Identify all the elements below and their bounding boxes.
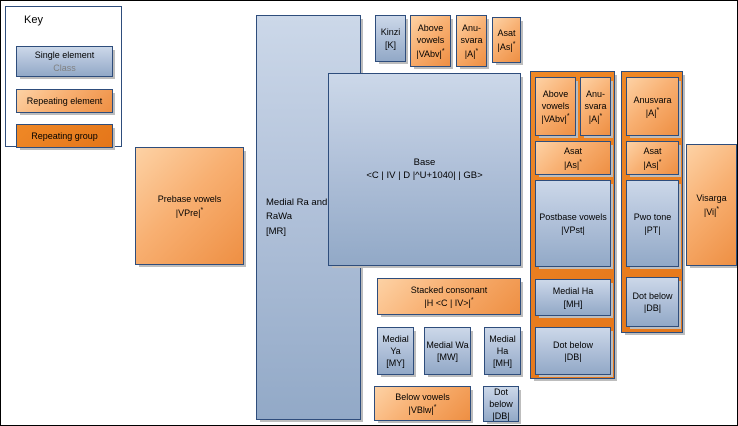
box-code: [MY] bbox=[386, 358, 405, 369]
repeat-asterisk: * bbox=[512, 40, 516, 48]
medial-ha-box: Medial Ha [MH] bbox=[484, 327, 521, 375]
box-title: Kinzi bbox=[380, 27, 401, 38]
key-title: Key bbox=[24, 14, 43, 26]
asat-box: Asat |As|* bbox=[535, 141, 611, 175]
asat-box-top: Asat |As|* bbox=[492, 17, 521, 63]
box-title: Medial Ya bbox=[382, 333, 409, 356]
repeat-asterisk: * bbox=[475, 47, 479, 55]
box-title: Dot below bbox=[632, 290, 673, 301]
box-title: Anu-svara bbox=[584, 88, 607, 111]
anusvara-box: Anu-svara |A|* bbox=[580, 77, 611, 136]
box-code: [MR] bbox=[266, 225, 287, 237]
box-title: Medial Wa bbox=[426, 339, 469, 350]
box-title: Anu-svara bbox=[460, 23, 483, 46]
medial-wa-box: Medial Wa [MW] bbox=[424, 327, 471, 375]
below-vowels-box: Below vowels |VBlw|* bbox=[374, 386, 471, 421]
kinzi-box: Kinzi [K] bbox=[375, 15, 406, 62]
postbase-vowels-box: Postbase vowels |VPst| bbox=[535, 180, 611, 267]
box-code: |VAbv| bbox=[541, 114, 567, 125]
key-legend: Key Single element Class Repeating eleme… bbox=[5, 6, 122, 148]
repeat-asterisk: * bbox=[658, 158, 662, 166]
dot-below-box-group1: Dot below |DB| bbox=[535, 327, 611, 375]
legend-repeating-group: Repeating group bbox=[16, 124, 113, 148]
pwo-tone-box: Pwo tone |PT| bbox=[626, 180, 679, 267]
box-code: [MH] bbox=[493, 358, 512, 369]
box-title: Dot below bbox=[489, 386, 513, 409]
box-code: [MH] bbox=[563, 298, 583, 309]
medial-ha-box-group1: Medial Ha [MH] bbox=[535, 279, 611, 316]
above-vowels-box: Above vowels |VAbv|* bbox=[535, 77, 576, 136]
visarga-box: Visarga |Vi|* bbox=[686, 144, 737, 266]
box-title: Below vowels bbox=[395, 391, 450, 402]
box-title: Medial Ha bbox=[489, 333, 516, 356]
box-title: Prebase vowels bbox=[157, 194, 222, 205]
anusvara-box-top: Anu-svara |A|* bbox=[456, 15, 487, 67]
legend-single-element: Single element Class bbox=[16, 46, 113, 77]
box-code: |Vi| bbox=[703, 206, 717, 217]
legend-repeating-element: Repeating element bbox=[16, 89, 113, 113]
stacked-consonant-box: Stacked consonant |H <C | IV>|* bbox=[377, 278, 521, 315]
legend-single-element-label: Single element bbox=[34, 50, 95, 61]
repeat-asterisk: * bbox=[470, 297, 474, 304]
medial-ya-box: Medial Ya [MY] bbox=[377, 327, 414, 375]
box-title: Anusvara bbox=[633, 94, 672, 105]
repeat-asterisk: * bbox=[716, 205, 720, 213]
box-title: Asat bbox=[643, 146, 662, 157]
dot-below-box-bottom: Dot below |DB| bbox=[483, 386, 519, 422]
legend-repeating-element-label: Repeating element bbox=[26, 95, 103, 106]
prebase-vowels-box: Prebase vowels |VPre|* bbox=[135, 147, 244, 265]
repeat-asterisk: * bbox=[200, 206, 204, 214]
box-title: Medial Ra and RaWa bbox=[266, 197, 328, 223]
box-title: Visarga bbox=[696, 193, 727, 204]
box-code: |A| bbox=[588, 114, 600, 125]
box-code: |DB| bbox=[492, 411, 510, 422]
box-title: Dot below bbox=[552, 339, 594, 350]
above-vowels-box-top: Above vowels |VAbv|* bbox=[410, 15, 451, 67]
repeat-asterisk: * bbox=[599, 113, 603, 121]
box-title: Base bbox=[413, 156, 436, 168]
repeat-asterisk: * bbox=[579, 158, 582, 166]
box-title: Medial Ha bbox=[552, 286, 594, 297]
box-code: |A| bbox=[464, 48, 476, 59]
box-title: Pwo tone bbox=[633, 212, 672, 223]
box-title: Asat bbox=[497, 28, 516, 39]
box-code: |As| bbox=[643, 159, 659, 170]
repeat-asterisk: * bbox=[433, 404, 437, 411]
legend-repeating-group-label: Repeating group bbox=[31, 130, 98, 141]
box-code: |VAbv| bbox=[416, 48, 442, 59]
anusvara-box-group2: Anusvara |A|* bbox=[626, 77, 679, 136]
box-code: |H <C | IV>| bbox=[424, 298, 471, 308]
box-code: |VBlw| bbox=[408, 405, 434, 415]
box-code: |VPre| bbox=[175, 207, 201, 218]
box-code: |DB| bbox=[564, 352, 582, 362]
box-code: [MW] bbox=[437, 352, 458, 362]
box-code: <C | IV | D |^U+1040| | GB> bbox=[366, 169, 483, 181]
repeat-asterisk: * bbox=[656, 107, 660, 114]
box-code: [K] bbox=[384, 39, 396, 50]
postbase-repeating-group: Above vowels |VAbv|* Anu-svara |A|* Asat… bbox=[530, 71, 615, 379]
repeat-asterisk: * bbox=[441, 47, 445, 55]
box-code: |DB| bbox=[643, 303, 662, 313]
box-title: Stacked consonant bbox=[410, 284, 488, 295]
dot-below-box-group2: Dot below |DB| bbox=[626, 277, 679, 327]
box-code: |VPst| bbox=[561, 224, 585, 235]
repeat-asterisk: * bbox=[566, 113, 570, 121]
box-title: Asat bbox=[563, 146, 582, 157]
asat-box-group2: Asat |As|* bbox=[626, 141, 679, 175]
legend-class-placeholder: Class bbox=[53, 62, 76, 73]
tone-repeating-group: Anusvara |A|* Asat |As|* Pwo tone |PT| D… bbox=[621, 71, 683, 333]
box-title: Above vowels bbox=[416, 23, 445, 46]
base-box: Base <C | IV | D |^U+1040| | GB> bbox=[328, 73, 521, 266]
box-code: |As| bbox=[497, 41, 513, 52]
box-code: |A| bbox=[645, 108, 657, 118]
box-title: Above vowels bbox=[541, 88, 570, 111]
box-title: Postbase vowels bbox=[539, 212, 607, 223]
box-code: |PT| bbox=[644, 224, 661, 235]
box-code: |As| bbox=[564, 159, 580, 170]
